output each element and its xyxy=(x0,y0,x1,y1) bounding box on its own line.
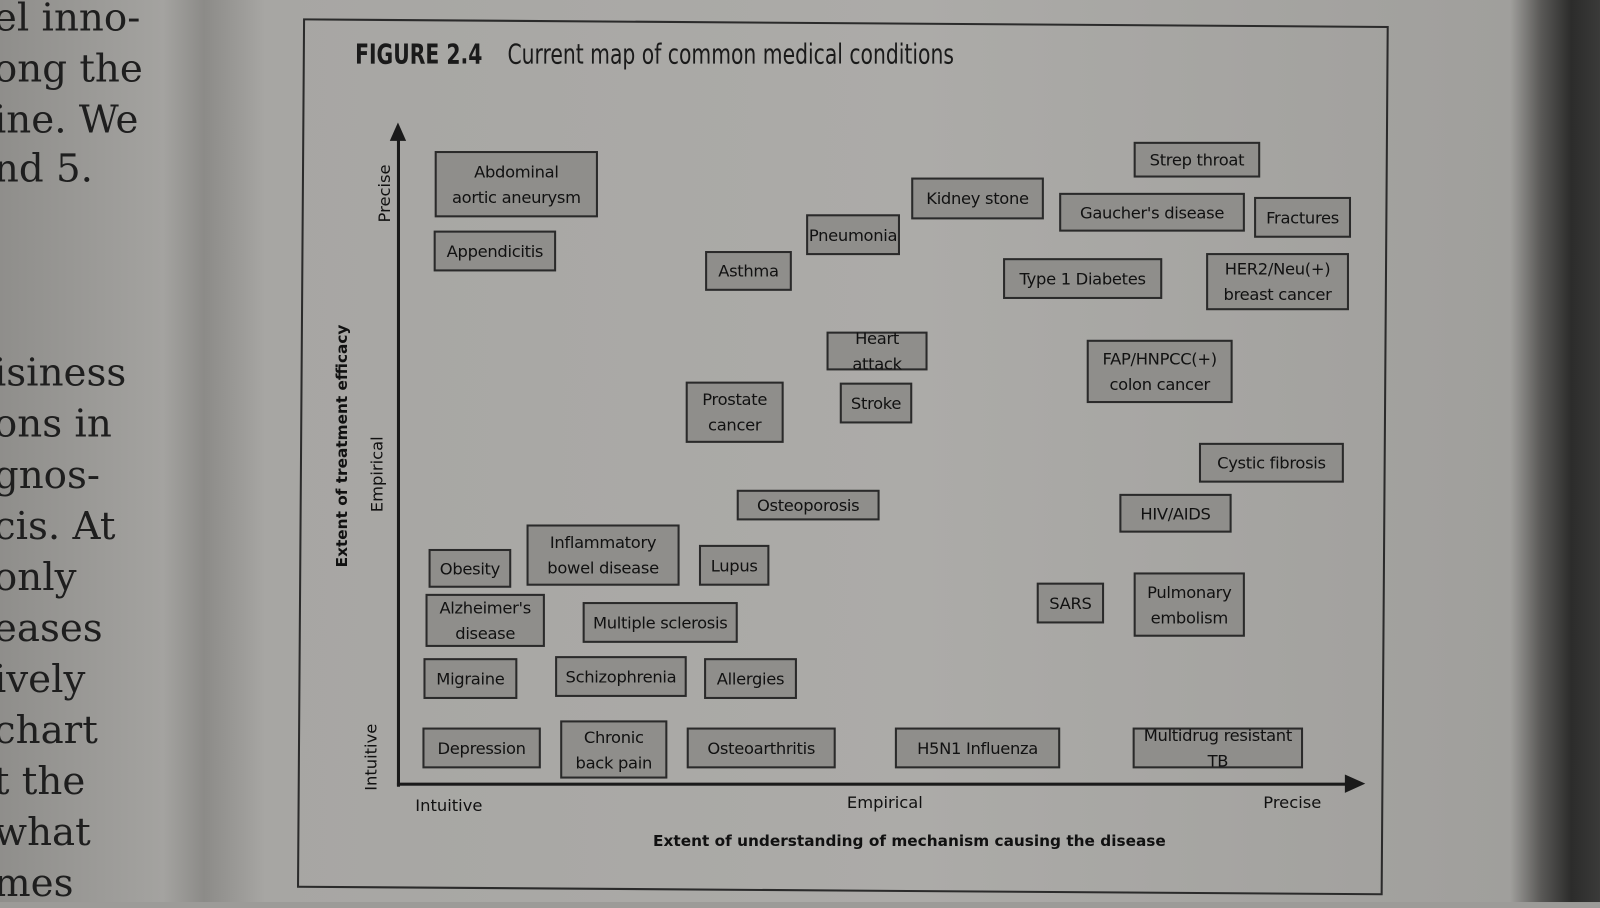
y-axis-line xyxy=(396,137,400,787)
condition-box: Kidney stone xyxy=(911,177,1044,220)
condition-box: Lupus xyxy=(698,544,770,586)
figure-title: FIGURE 2.4 Current map of common medical … xyxy=(355,39,954,71)
condition-box: Abdominal aortic aneurysm xyxy=(434,151,598,218)
condition-box: Appendicitis xyxy=(433,230,557,272)
condition-box: Fractures xyxy=(1254,196,1352,238)
left-page-text-line: cis. At xyxy=(0,503,116,548)
left-page-text-line: eases xyxy=(0,605,103,650)
condition-box: HIV/AIDS xyxy=(1119,493,1232,533)
left-page-text-line: gnos- xyxy=(0,452,101,497)
condition-box: Asthma xyxy=(705,251,792,291)
y-tick-precise: Precise xyxy=(374,164,394,223)
condition-box: Alzheimer's disease xyxy=(425,593,545,647)
x-tick-intuitive: Intuitive xyxy=(415,795,483,816)
condition-box: FAP/HNPCC(+) colon cancer xyxy=(1086,339,1233,404)
y-axis-arrow-icon xyxy=(389,122,407,141)
condition-box: Depression xyxy=(422,727,541,769)
x-tick-empirical: Empirical xyxy=(846,792,923,813)
left-page-text-line: ine. We xyxy=(0,96,139,142)
condition-box: Pneumonia xyxy=(806,214,900,256)
condition-box: SARS xyxy=(1036,582,1105,624)
left-page-text-line: chart xyxy=(0,707,98,753)
left-page-text-line: only xyxy=(0,554,77,599)
left-page-text-line: isiness xyxy=(0,349,127,395)
condition-box: Chronic back pain xyxy=(560,720,668,779)
figure-caption: Current map of common medical conditions xyxy=(507,38,954,71)
x-axis-arrow-icon xyxy=(1344,774,1366,793)
x-axis-title: Extent of understanding of mechanism cau… xyxy=(653,831,1166,850)
condition-box: Allergies xyxy=(704,658,797,699)
y-tick-empirical: Empirical xyxy=(367,436,387,513)
condition-box: Multidrug resistant TB xyxy=(1132,726,1304,770)
y-tick-intuitive: Intuitive xyxy=(361,723,381,791)
left-page-text-line: ong the xyxy=(0,45,143,91)
condition-box: Osteoporosis xyxy=(736,489,880,521)
left-page-text-line: el inno- xyxy=(0,0,141,40)
condition-box: Heart attack xyxy=(826,329,928,373)
condition-box: Obesity xyxy=(428,548,512,588)
figure-number: FIGURE 2.4 xyxy=(355,38,483,71)
x-axis-line xyxy=(396,782,1346,786)
condition-box: Prostate cancer xyxy=(685,381,784,443)
condition-box: Type 1 Diabetes xyxy=(1003,258,1163,299)
condition-box: Inflammatory bowel disease xyxy=(526,524,680,586)
condition-box: Pulmonary embolism xyxy=(1133,572,1245,637)
condition-box: HER2/Neu(+) breast cancer xyxy=(1206,253,1349,311)
left-page-text-line: nd 5. xyxy=(0,145,93,191)
condition-box: Osteoarthritis xyxy=(686,727,836,769)
left-page-text-line: mes xyxy=(0,860,74,906)
condition-box: Multiple sclerosis xyxy=(582,602,738,643)
left-page-text-line: ons in xyxy=(0,401,112,446)
condition-box: Stroke xyxy=(839,382,913,424)
condition-box: Cystic fibrosis xyxy=(1198,442,1344,483)
left-page-text-line: what xyxy=(0,809,91,855)
condition-box: Gaucher's disease xyxy=(1059,192,1245,232)
condition-box: Schizophrenia xyxy=(555,656,687,697)
x-tick-precise: Precise xyxy=(1263,792,1322,813)
left-page-text-line: t the xyxy=(0,758,86,804)
condition-box: Migraine xyxy=(423,658,518,699)
left-page-text-line: ively xyxy=(0,656,86,702)
condition-box: H5N1 Influenza xyxy=(894,727,1061,769)
y-axis-title: Extent of treatment efficacy xyxy=(332,324,352,568)
condition-box: Strep throat xyxy=(1133,141,1261,178)
